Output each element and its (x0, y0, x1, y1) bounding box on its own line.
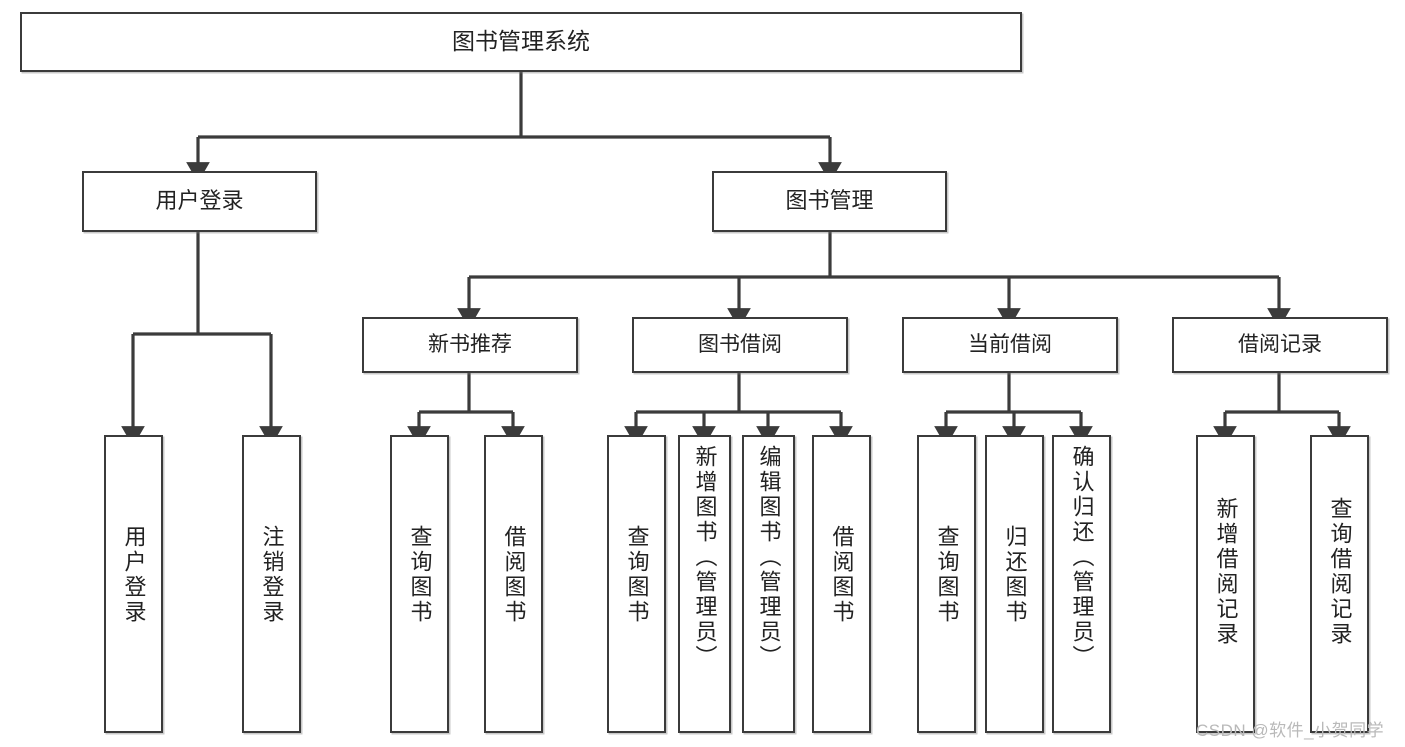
leaf-node[interactable]: 查询图书 (390, 435, 449, 733)
leaf-node[interactable]: 归还图书 (985, 435, 1044, 733)
leaf-node[interactable]: 查询图书 (607, 435, 666, 733)
leaf-node-label: 用户登录 (121, 525, 147, 625)
leaf-node-label: 编辑图书（管理员） (756, 445, 782, 670)
leaf-node[interactable]: 确认归还（管理员） (1052, 435, 1111, 733)
node-borrow-record[interactable]: 借阅记录 (1172, 317, 1388, 373)
node-current-borrow-label: 当前借阅 (968, 333, 1052, 357)
node-book-management-label: 图书管理 (785, 188, 874, 214)
leaf-node-label: 借阅图书 (501, 525, 527, 625)
leaf-node[interactable]: 用户登录 (104, 435, 163, 733)
leaf-node-label: 查询借阅记录 (1327, 497, 1353, 647)
leaf-node-label: 查询图书 (407, 525, 433, 625)
leaf-node-label: 查询图书 (624, 525, 650, 625)
leaf-node[interactable]: 查询图书 (917, 435, 976, 733)
leaf-node-label: 新增借阅记录 (1213, 497, 1239, 647)
leaf-node[interactable]: 借阅图书 (812, 435, 871, 733)
node-book-management[interactable]: 图书管理 (712, 171, 947, 232)
node-root[interactable]: 图书管理系统 (20, 12, 1022, 72)
node-user-login-label: 用户登录 (155, 188, 244, 214)
node-new-book-recommend-label: 新书推荐 (428, 333, 512, 357)
leaf-node-label: 新增图书（管理员） (692, 445, 718, 670)
leaf-node-label: 注销登录 (259, 525, 285, 625)
leaf-node[interactable]: 注销登录 (242, 435, 301, 733)
node-new-book-recommend[interactable]: 新书推荐 (362, 317, 578, 373)
leaf-node[interactable]: 编辑图书（管理员） (742, 435, 795, 733)
leaf-node-label: 归还图书 (1002, 525, 1028, 625)
leaf-node[interactable]: 查询借阅记录 (1310, 435, 1369, 733)
leaf-node[interactable]: 新增图书（管理员） (678, 435, 731, 733)
leaf-node-label: 查询图书 (934, 525, 960, 625)
leaf-node-label: 借阅图书 (829, 525, 855, 625)
node-root-label: 图书管理系统 (452, 28, 590, 55)
leaf-node[interactable]: 借阅图书 (484, 435, 543, 733)
node-user-login[interactable]: 用户登录 (82, 171, 317, 232)
node-current-borrow[interactable]: 当前借阅 (902, 317, 1118, 373)
node-borrow-record-label: 借阅记录 (1238, 333, 1322, 357)
node-book-borrow-label: 图书借阅 (698, 333, 782, 357)
leaf-node[interactable]: 新增借阅记录 (1196, 435, 1255, 733)
csdn-watermark: CSDN @软件_小贺同学 (1196, 721, 1385, 740)
leaf-node-label: 确认归还（管理员） (1069, 445, 1095, 670)
node-book-borrow[interactable]: 图书借阅 (632, 317, 848, 373)
